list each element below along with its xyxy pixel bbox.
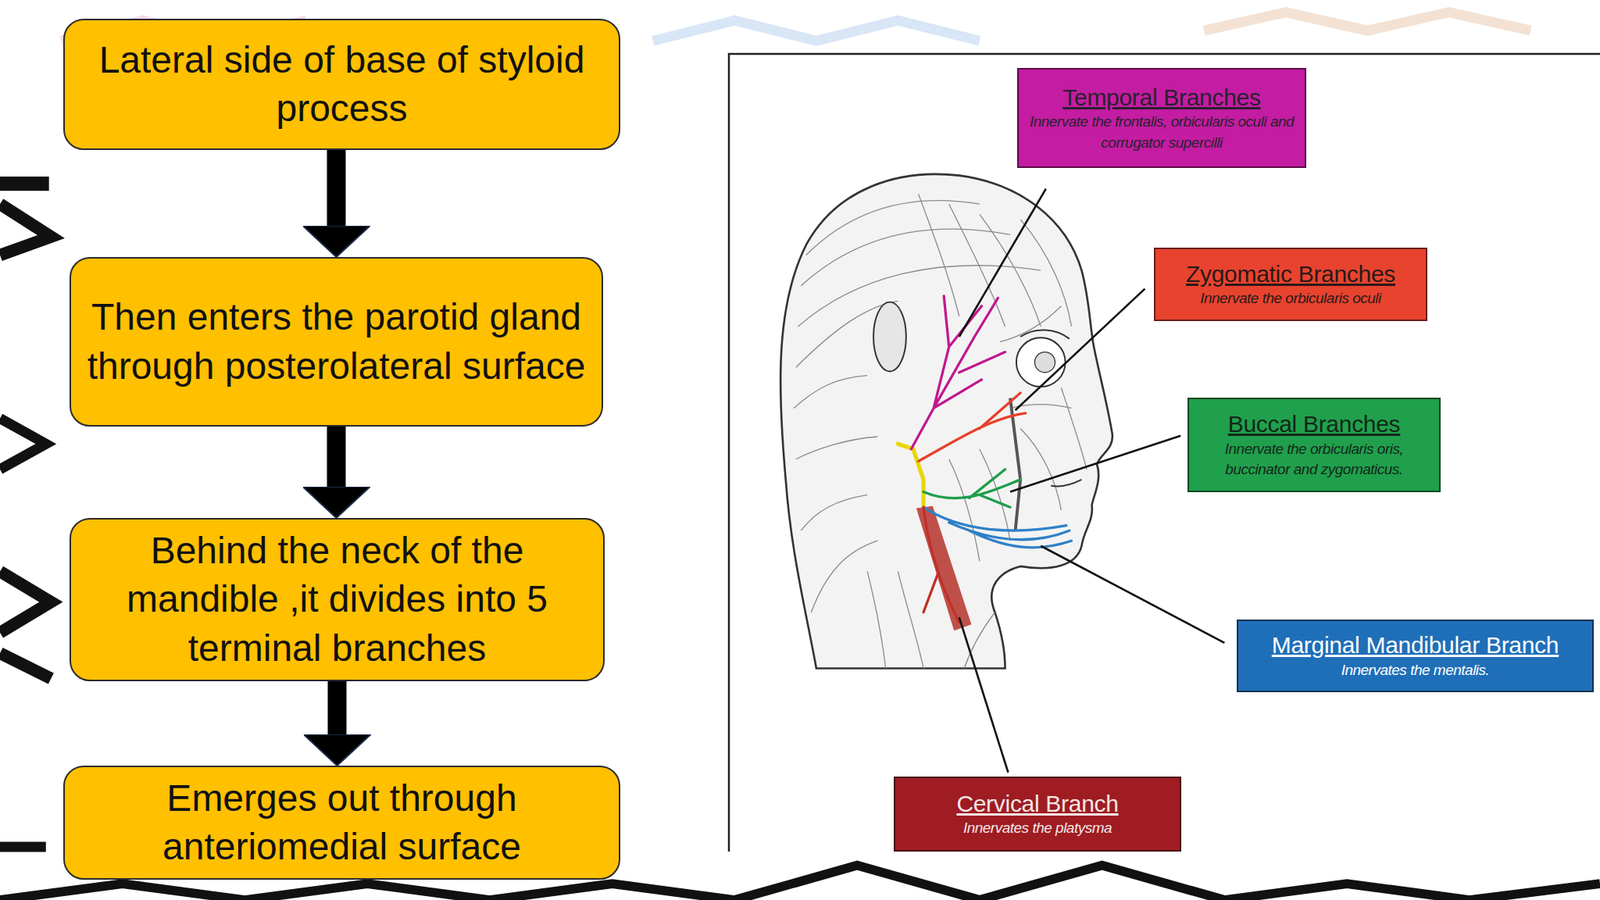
head-illustration-part — [793, 193, 1087, 668]
background-decoration-part — [0, 842, 47, 853]
head-illustration-part — [780, 174, 1113, 669]
head-illustration-part-part — [800, 494, 868, 531]
process-box: Emerges out through anteriomedial surfac… — [63, 765, 621, 880]
head-illustration-part-part — [800, 228, 1011, 286]
head-illustration-part-part — [979, 449, 1011, 542]
head-illustration-part — [1034, 352, 1055, 373]
branch-label-box: Marginal Mandibular BranchInnervates the… — [1236, 619, 1594, 693]
box-heading: Then enters the parotid gland through po… — [75, 292, 597, 391]
branch-label-box: Buccal BranchesInnervate the orbicularis… — [1187, 397, 1441, 493]
box-body: Innervates the platysma — [963, 817, 1112, 840]
head-illustration-part-part — [806, 200, 980, 256]
leader-lines-part — [1010, 435, 1181, 493]
head-illustration-part-part — [923, 507, 1072, 548]
head-illustration-part-part — [797, 265, 1041, 327]
background-decoration-part — [0, 571, 51, 633]
background-decoration-part — [1203, 12, 1531, 32]
box-heading: Cervical Branch — [956, 789, 1118, 819]
box-body: Innervates the mentalis. — [1341, 660, 1490, 682]
head-illustration-part-part — [918, 392, 1026, 462]
flow-arrow — [327, 426, 347, 487]
box-heading: Zygomatic Branches — [1185, 259, 1396, 290]
background-decoration-part — [0, 653, 51, 679]
head-illustration-part — [1010, 397, 1021, 531]
head-illustration-part-part — [793, 375, 868, 409]
background-decoration-part — [0, 203, 51, 255]
head-illustration — [780, 174, 1113, 669]
background-decoration-part — [0, 418, 47, 470]
head-illustration-part-part — [923, 507, 960, 623]
head-illustration-part-part — [923, 469, 1021, 508]
box-heading: Temporal Branches — [1062, 82, 1261, 113]
head-illustration-part-part — [1020, 219, 1072, 327]
process-box: Behind the neck of the mandible ,it divi… — [69, 517, 605, 682]
box-heading: Emerges out through anteriomedial surfac… — [69, 774, 615, 872]
leader-lines-part — [959, 189, 1047, 337]
leader-lines-part — [1015, 289, 1146, 411]
leader-lines-part — [1040, 546, 1225, 643]
head-illustration-part-part — [979, 214, 1041, 327]
head-illustration-part-part — [810, 540, 878, 612]
box-body: Innervate the orbicularis oris, buccinat… — [1193, 439, 1435, 481]
head-illustration-part-part — [949, 459, 980, 562]
background-decoration-part — [0, 176, 50, 191]
head-illustration-part-part — [796, 436, 878, 460]
head-illustration-part — [897, 296, 1072, 623]
box-heading: Marginal Mandibular Branch — [1271, 630, 1559, 661]
box-heading: Lateral side of base of styloid process — [69, 35, 615, 134]
head-illustration-part-part — [1020, 428, 1061, 511]
background-decoration-part — [653, 20, 980, 41]
head-illustration-part — [1020, 329, 1070, 339]
head-illustration-part — [1016, 337, 1066, 387]
branch-label-box: Zygomatic BranchesInnervate the orbicula… — [1153, 247, 1428, 322]
head-illustration-part-part — [897, 571, 924, 668]
flow-arrow — [328, 681, 347, 735]
figure-panel-part — [728, 53, 1600, 852]
branch-label-box: Temporal BranchesInnervate the frontalis… — [1017, 67, 1307, 168]
figure-panel-part — [728, 53, 1600, 852]
head-illustration-part-part — [867, 571, 886, 668]
box-heading: Buccal Branches — [1228, 409, 1401, 440]
process-box: Then enters the parotid gland through po… — [69, 257, 604, 427]
head-illustration-part-part — [1000, 306, 1061, 343]
head-illustration-part-part — [918, 193, 960, 317]
head-illustration-part — [873, 302, 907, 372]
flow-arrow — [327, 150, 347, 226]
head-illustration-part-part — [910, 296, 1005, 450]
head-illustration-part — [1050, 479, 1082, 487]
leader-lines-part — [959, 617, 1009, 773]
head-illustration-part-part — [897, 443, 924, 505]
branch-label-box: Cervical BranchInnervates the platysma — [893, 776, 1182, 852]
process-box: Lateral side of base of styloid process — [63, 18, 621, 150]
box-body: Innervate the orbicularis oculi — [1200, 288, 1382, 310]
box-heading: Behind the neck of the mandible ,it divi… — [75, 526, 599, 673]
head-illustration-part-part — [1060, 387, 1087, 469]
figure-panel — [728, 53, 1600, 852]
box-body: Innervate the frontalis, orbicularis ocu… — [1023, 111, 1300, 154]
